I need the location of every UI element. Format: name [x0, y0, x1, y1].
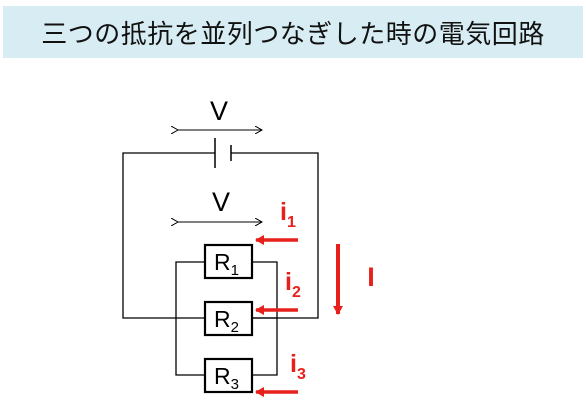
battery-voltage-label: V: [210, 96, 228, 126]
current-i2-subscript: 2: [292, 284, 301, 301]
resistor-r1: R1: [203, 243, 254, 280]
current-i1-subscript: 1: [287, 214, 296, 231]
parallel-branch-wires: [175, 261, 278, 376]
outer-circuit-wire: [122, 152, 319, 319]
resistor-r3-subscript: 3: [231, 376, 239, 393]
resistor-r1-label: R: [214, 249, 231, 275]
svg-text:R2: R2: [214, 306, 239, 336]
current-i3-subscript: 3: [297, 366, 306, 383]
svg-text:R1: R1: [214, 249, 239, 279]
resistor-r2-subscript: 2: [231, 319, 239, 336]
title-bar: 三つの抵抗を並列つなぎした時の電気回路: [3, 6, 583, 58]
battery-symbol: [214, 138, 232, 168]
parallel-voltage-label: V: [212, 187, 230, 217]
svg-text:i1: i1: [280, 198, 296, 231]
current-i2-label: i: [285, 268, 292, 296]
svg-text:R3: R3: [214, 363, 239, 393]
current-i1-label: i: [280, 198, 287, 226]
svg-text:i2: i2: [285, 268, 301, 301]
current-i3-label: i: [290, 350, 297, 378]
diagram-title: 三つの抵抗を並列つなぎした時の電気回路: [41, 19, 545, 50]
total-current-label: I: [367, 262, 375, 292]
resistor-r2: R2: [203, 300, 254, 337]
resistor-r3: R3: [203, 357, 254, 394]
resistor-r1-subscript: 1: [231, 262, 239, 279]
svg-text:i3: i3: [290, 350, 306, 383]
resistor-r3-label: R: [214, 363, 231, 389]
resistor-r2-label: R: [214, 306, 231, 332]
